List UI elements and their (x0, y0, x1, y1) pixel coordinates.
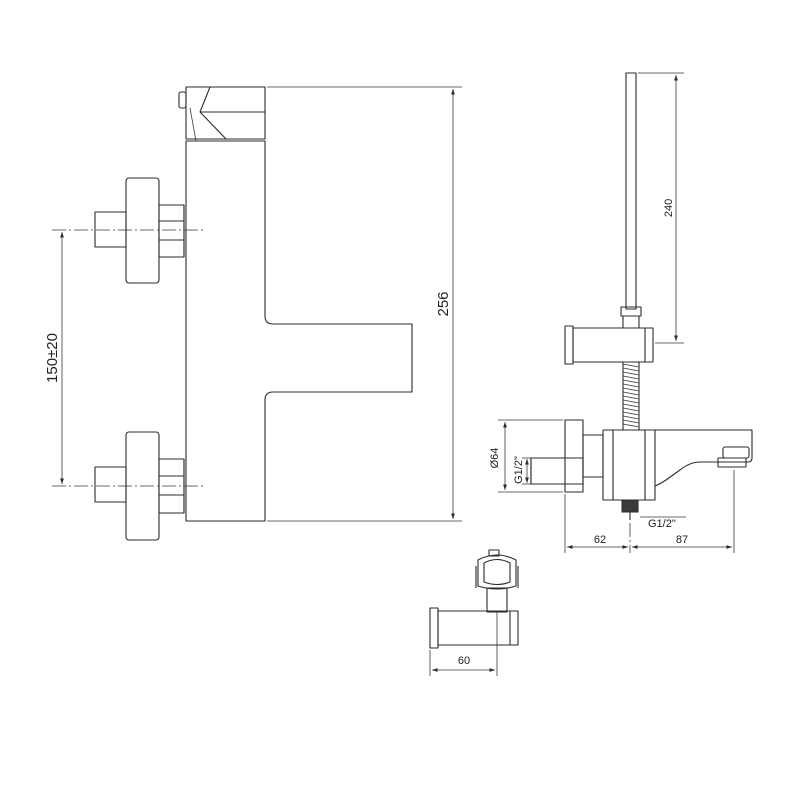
dim-outlet-thread-label: G1/2" (648, 518, 676, 530)
shower-hose (622, 362, 640, 430)
hand-shower-holder (475, 549, 519, 613)
dim-total-height-label: 256 (435, 291, 452, 316)
bracket-arm (429, 607, 519, 649)
wall-bracket-view: 60 (429, 549, 519, 676)
lever-handle (178, 86, 266, 142)
side-body (602, 429, 656, 501)
upper-connection (94, 177, 185, 284)
dim-inlet-spacing-label: 150±20 (44, 333, 61, 383)
bottom-outlet (621, 499, 639, 520)
dim-depth-label: 62 (594, 534, 606, 546)
mixer-body (185, 140, 413, 522)
dim-spout-label: 87 (676, 534, 688, 546)
spout (654, 429, 753, 487)
wall-flange (530, 419, 604, 493)
front-view: 150±20 256 (44, 86, 462, 541)
rail-holder (564, 325, 654, 365)
dim-inlet-thread-label: G1/2" (513, 456, 525, 484)
dim-rail-height-label: 240 (663, 199, 675, 217)
shower-rail (620, 72, 642, 329)
side-view: 240 Ø64 G1/2" G1/2" 62 87 (489, 72, 753, 553)
dim-flange-label: Ø64 (489, 448, 501, 469)
dim-bracket-label: 60 (458, 655, 470, 667)
